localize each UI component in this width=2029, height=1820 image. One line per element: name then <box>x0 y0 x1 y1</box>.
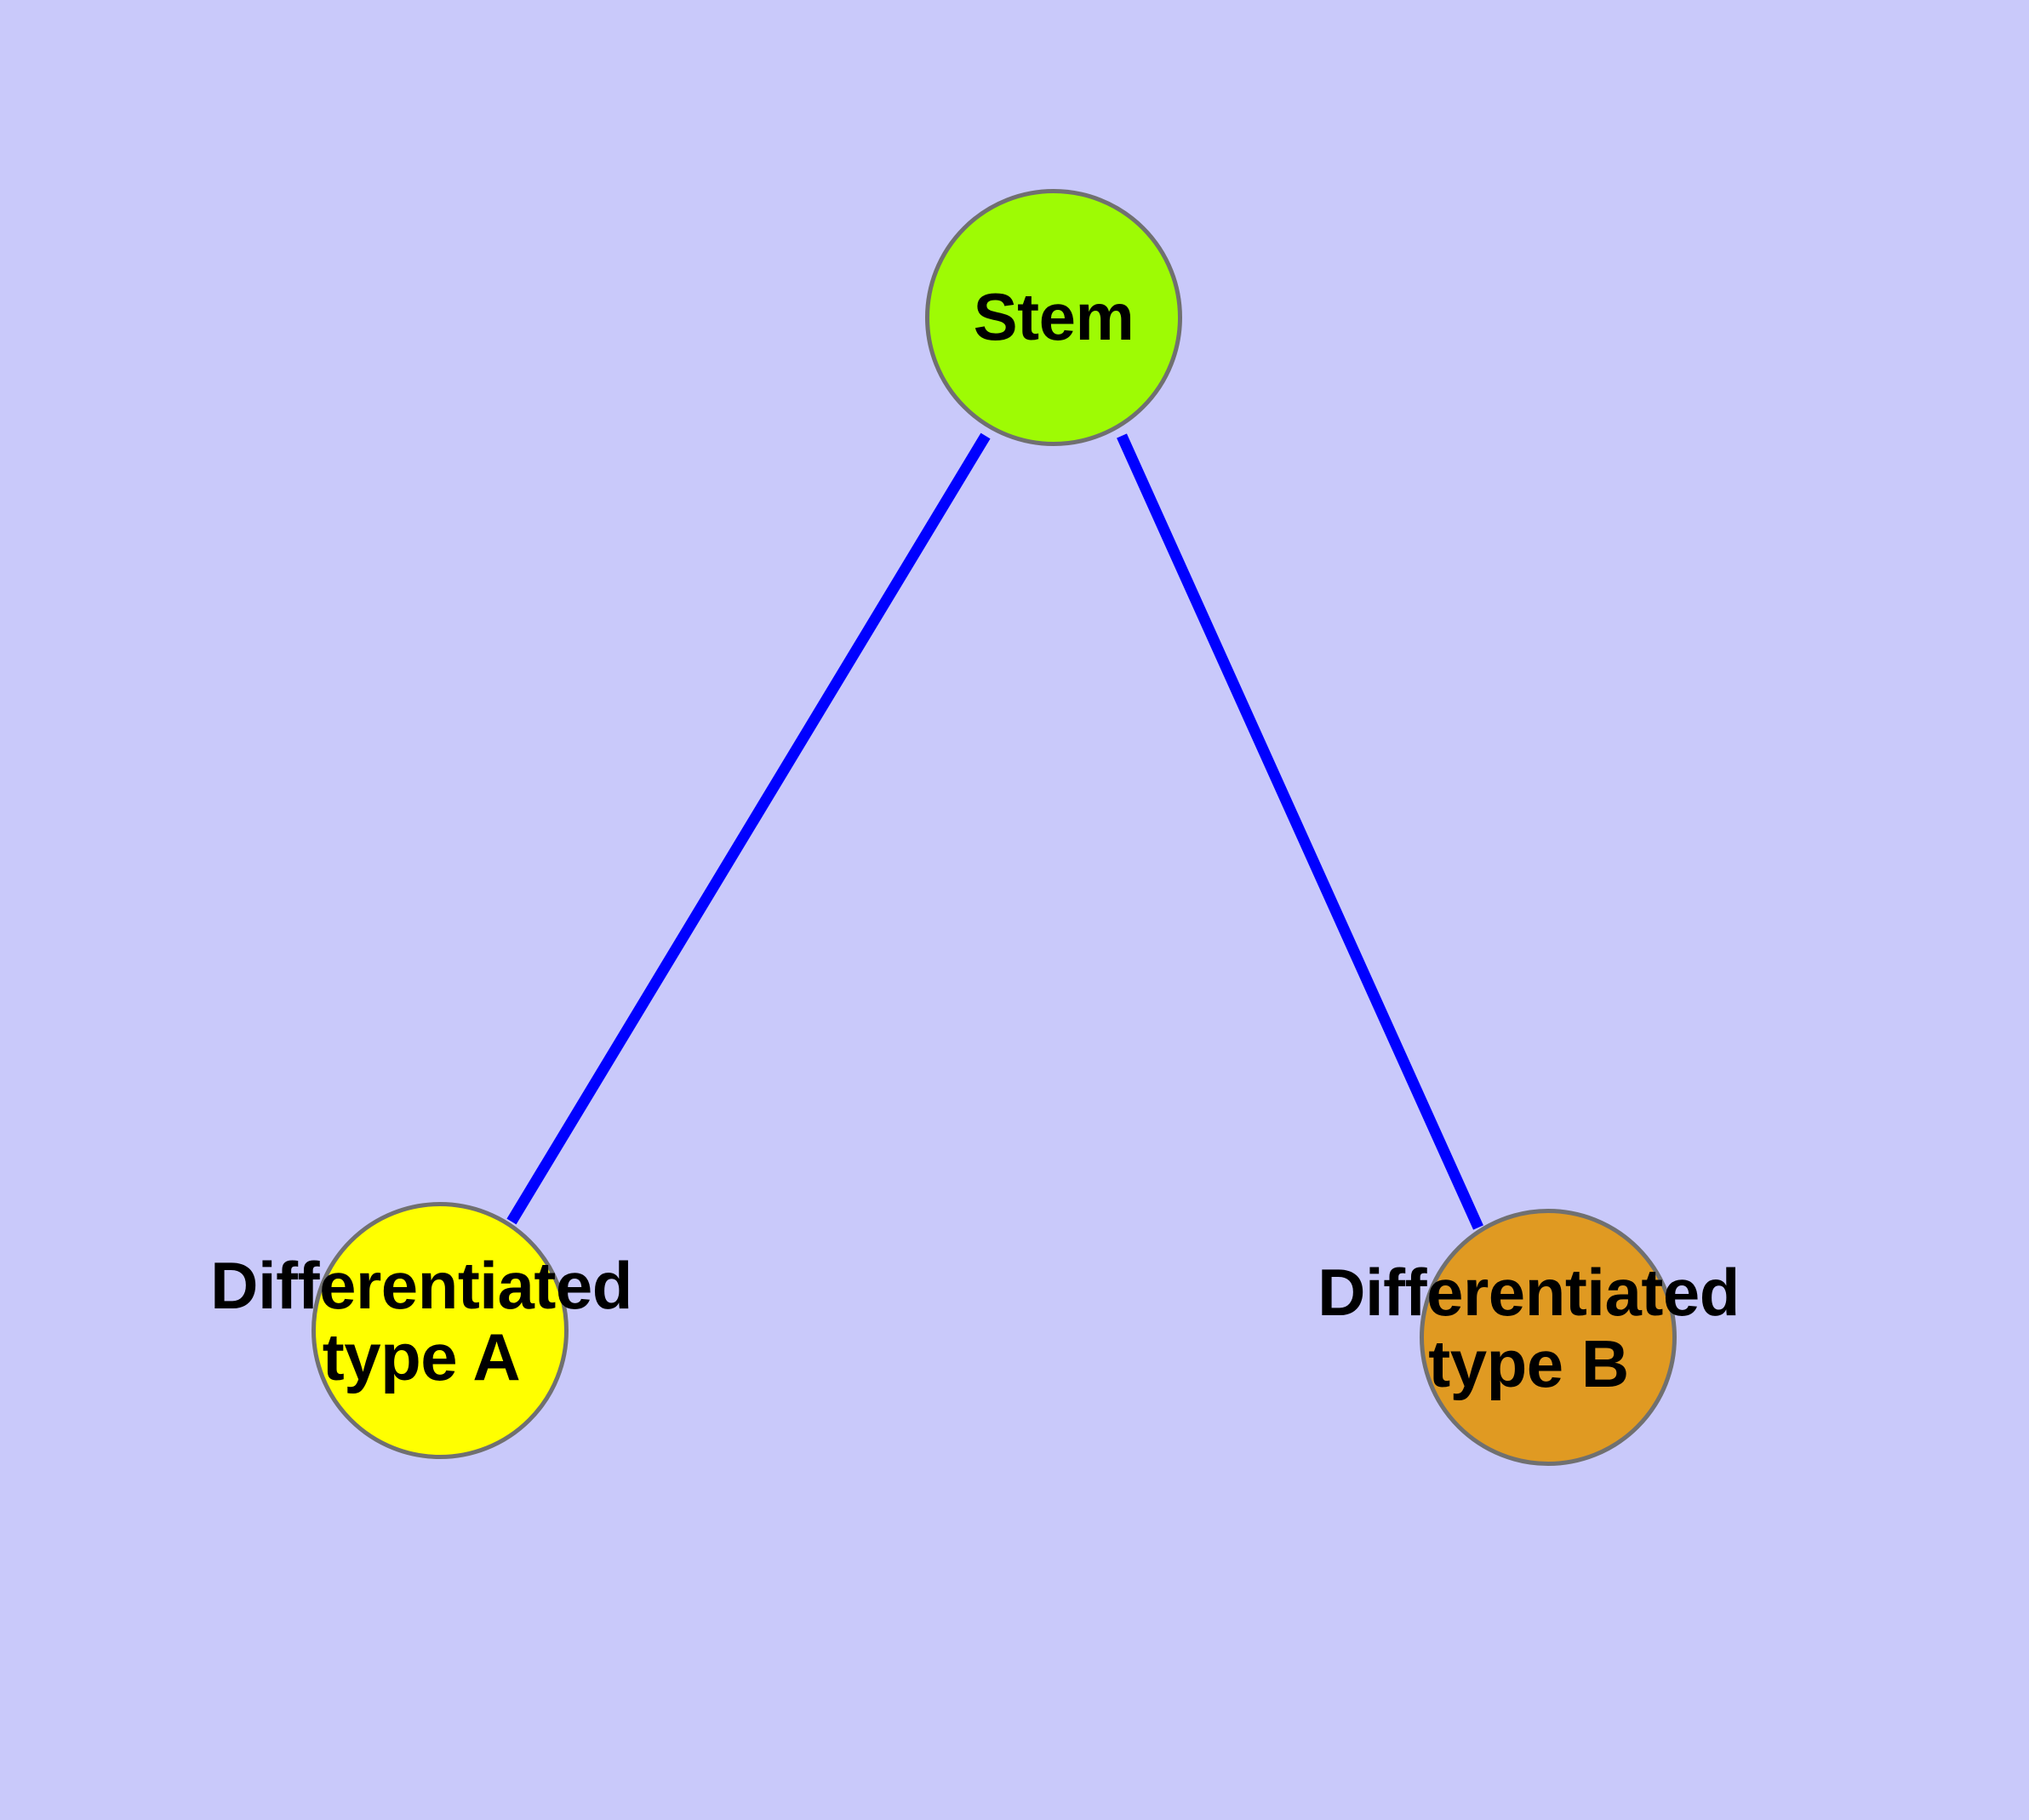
node-differentiated-type-b[interactable] <box>1420 1209 1677 1466</box>
node-differentiated-type-a[interactable] <box>311 1202 569 1459</box>
edge-stem-to-differentiated-type-b[interactable] <box>1117 433 1483 1230</box>
edge-stem-to-differentiated-type-a[interactable] <box>506 432 991 1225</box>
node-stem[interactable] <box>925 189 1182 446</box>
